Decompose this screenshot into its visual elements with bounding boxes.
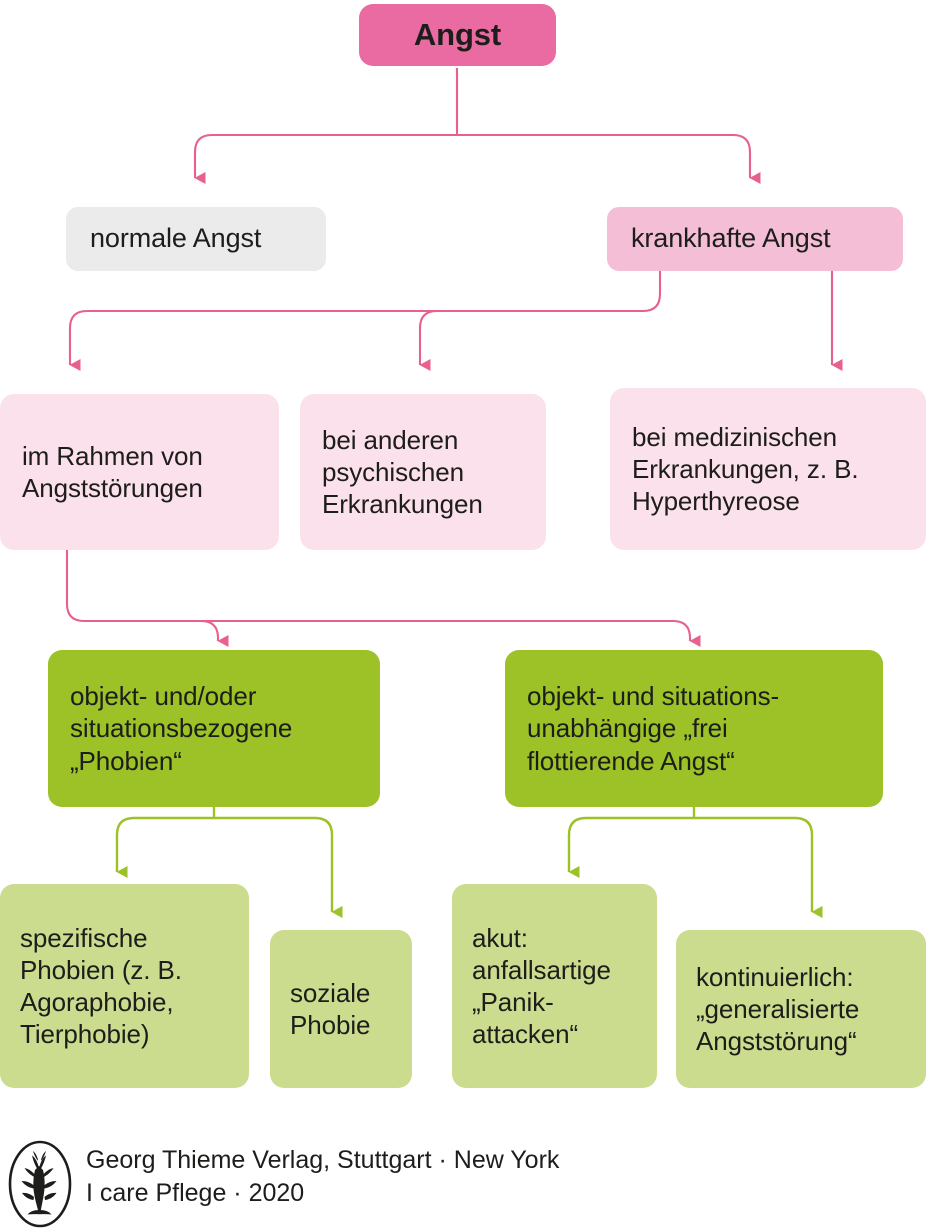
node-objekt-situationsbezogene-phobien-label: objekt- und/oder situationsbezogene „Pho…: [70, 681, 293, 776]
node-akut-panikattacken[interactable]: akut: anfallsartige „Panik- attacken“: [452, 884, 657, 1088]
node-angst-label: Angst: [413, 16, 502, 52]
node-spezifische-phobien-label: spezifische Phobien (z. B. Agoraphobie, …: [20, 922, 182, 1050]
node-kontinuierlich-generalisierte-angststoerung[interactable]: kontinuierlich: „generalisierte Angststö…: [676, 930, 926, 1088]
node-bei-medizinischen-erkrankungen[interactable]: bei medizinischen Erkrankungen, z. B. Hy…: [610, 388, 926, 550]
connector-frei-flottierend-to-akut: [567, 816, 694, 878]
node-objekt-situationsunabhaengige-frei-flottierende-angst-label: objekt- und situations- unabhängige „fre…: [527, 681, 780, 776]
connector-krankhafte-to-bei-anderen: [418, 309, 438, 371]
footer: Georg Thieme Verlag, Stuttgart · New Yor…: [0, 1138, 931, 1232]
connector-frei-flottierend-to-kontinuierlich: [694, 816, 823, 918]
node-krankhafte-angst[interactable]: krankhafte Angst: [607, 207, 903, 271]
connector-root-to-normale-angst: [193, 133, 457, 184]
node-bei-anderen-psychischen-erkrankungen-label: bei anderen psychischen Erkrankungen: [322, 424, 483, 520]
node-akut-panikattacken-label: akut: anfallsartige „Panik- attacken“: [472, 922, 611, 1050]
connector-angststoerungen-bus: [65, 550, 701, 647]
footer-text: Georg Thieme Verlag, Stuttgart · New Yor…: [86, 1146, 560, 1208]
node-bei-anderen-psychischen-erkrankungen[interactable]: bei anderen psychischen Erkrankungen: [300, 394, 546, 550]
connector-root-to-krankhafte-angst: [457, 133, 761, 184]
node-krankhafte-angst-label: krankhafte Angst: [631, 223, 831, 254]
node-soziale-phobie-label: soziale Phobie: [290, 977, 371, 1040]
node-objekt-situationsbezogene-phobien[interactable]: objekt- und/oder situationsbezogene „Pho…: [48, 650, 380, 807]
node-objekt-situationsunabhaengige-frei-flottierende-angst[interactable]: objekt- und situations- unabhängige „fre…: [505, 650, 883, 807]
thieme-tree-logo-icon: [8, 1140, 72, 1228]
connector-krankhafte-bus: [68, 270, 662, 371]
node-im-rahmen-von-angststoerungen[interactable]: im Rahmen von Angststörungen: [0, 394, 279, 550]
node-normale-angst-label: normale Angst: [90, 223, 262, 254]
node-angst[interactable]: Angst: [359, 4, 556, 66]
node-normale-angst[interactable]: normale Angst: [66, 207, 326, 271]
node-bei-medizinischen-erkrankungen-label: bei medizinischen Erkrankungen, z. B. Hy…: [632, 421, 859, 517]
node-soziale-phobie[interactable]: soziale Phobie: [270, 930, 412, 1088]
node-kontinuierlich-generalisierte-angststoerung-label: kontinuierlich: „generalisierte Angststö…: [696, 961, 860, 1057]
connector-phobien-to-spezifische: [115, 816, 214, 878]
connector-angststoerungen-to-phobien: [200, 619, 229, 647]
node-im-rahmen-von-angststoerungen-label: im Rahmen von Angststörungen: [22, 440, 203, 503]
node-spezifische-phobien[interactable]: spezifische Phobien (z. B. Agoraphobie, …: [0, 884, 249, 1088]
